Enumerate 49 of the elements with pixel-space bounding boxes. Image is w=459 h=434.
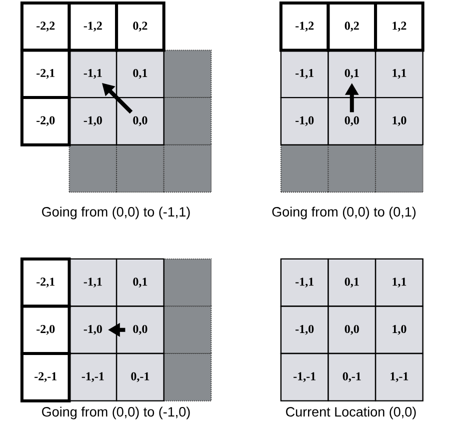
grid-cell: 0,1 bbox=[116, 50, 164, 98]
shaded-cell bbox=[163, 50, 212, 98]
caption: Current Location (0,0) bbox=[286, 406, 416, 420]
grid-cell: -1,1 bbox=[280, 50, 329, 98]
shaded-cell bbox=[163, 258, 212, 307]
shaded-cell bbox=[163, 144, 212, 193]
grid-cell: 0,2 bbox=[326, 1, 378, 52]
grid-cell: 0,0 bbox=[116, 96, 164, 146]
grid-cell: 0,0 bbox=[328, 96, 376, 146]
grid-cell: -1,0 bbox=[280, 96, 329, 146]
grid-cell: -1,0 bbox=[280, 306, 329, 354]
grid-cell: 0,2 bbox=[115, 1, 166, 52]
shaded-cell bbox=[163, 306, 212, 354]
shaded-cell bbox=[280, 144, 329, 193]
shaded-cell bbox=[68, 144, 118, 193]
grid-cell: 1,-1 bbox=[374, 352, 424, 402]
caption: Going from (0,0) to (-1,0) bbox=[42, 406, 190, 420]
grid-cell: -1,-1 bbox=[68, 352, 118, 402]
grid-cell: 1,0 bbox=[374, 96, 424, 146]
grid-cell: -2,-1 bbox=[20, 352, 71, 402]
grid-cell: -2,2 bbox=[20, 1, 71, 52]
shaded-cell bbox=[375, 144, 424, 193]
grid-cell: 1,0 bbox=[374, 306, 424, 354]
shaded-cell bbox=[163, 97, 212, 146]
grid-cell: -1,1 bbox=[68, 258, 118, 307]
grid-cell: 0,-1 bbox=[328, 352, 376, 402]
grid-cell: 1,2 bbox=[374, 1, 424, 52]
grid-cell: -1,-1 bbox=[280, 352, 329, 402]
grid-cell: 0,1 bbox=[328, 258, 376, 307]
shaded-cell bbox=[163, 353, 212, 402]
grid-cell: 0,-1 bbox=[116, 352, 164, 402]
grid-cell: 1,1 bbox=[374, 258, 424, 307]
grid-cell: 0,1 bbox=[116, 258, 164, 307]
grid-cell: 0,0 bbox=[116, 306, 164, 354]
grid-cell: -1,2 bbox=[279, 1, 330, 52]
grid-cell: -2,1 bbox=[20, 257, 71, 308]
caption: Going from (0,0) to (0,1) bbox=[272, 206, 416, 220]
grid-cell: -1,0 bbox=[68, 306, 118, 354]
grid-cell: -2,0 bbox=[20, 96, 71, 146]
caption: Going from (0,0) to (-1,1) bbox=[42, 206, 190, 220]
grid-cell: -1,0 bbox=[68, 96, 118, 146]
grid-cell: 1,1 bbox=[374, 50, 424, 98]
grid-cell: 0,0 bbox=[328, 306, 376, 354]
shaded-cell bbox=[116, 144, 164, 193]
grid-cell: -2,1 bbox=[20, 48, 71, 100]
grid-cell: -1,1 bbox=[280, 258, 329, 307]
shaded-cell bbox=[328, 144, 376, 193]
grid-cell: -1,2 bbox=[68, 1, 118, 52]
grid-cell: -2,0 bbox=[20, 304, 71, 356]
